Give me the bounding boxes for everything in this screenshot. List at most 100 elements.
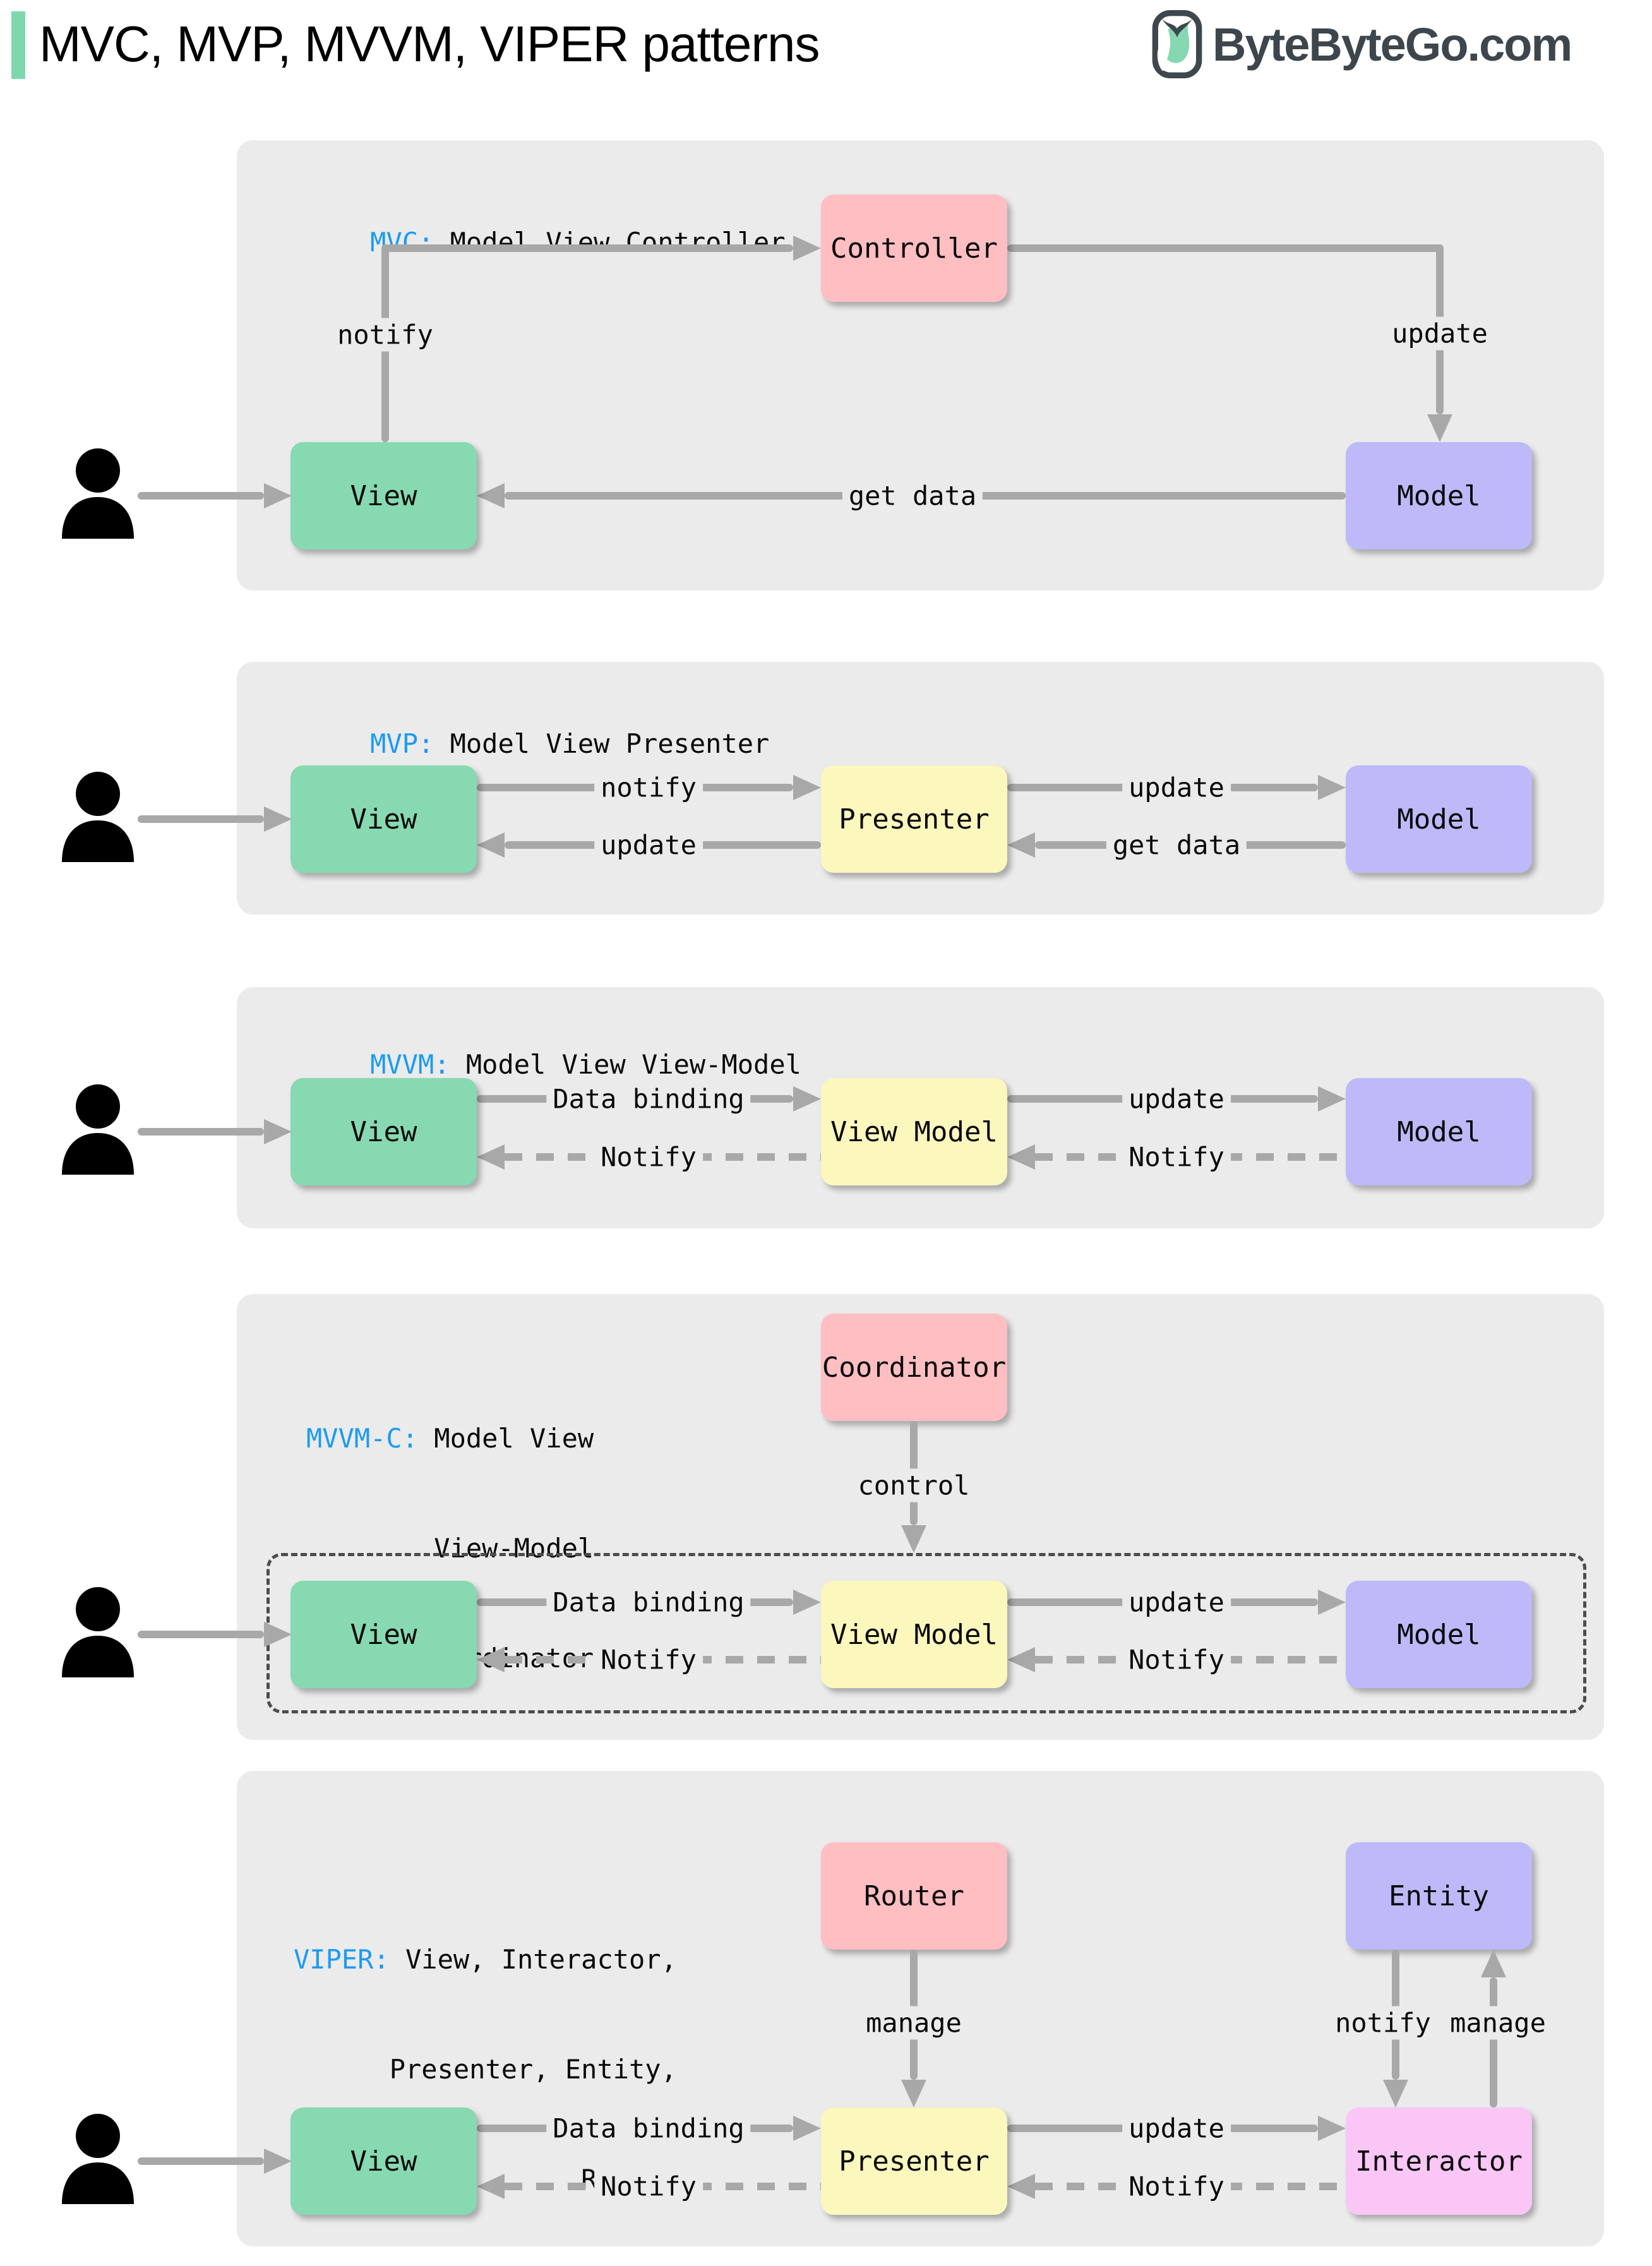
mvp-title-rest: Model View Presenter: [434, 728, 770, 759]
viper-notify-entity-label: notify: [1329, 2006, 1437, 2040]
mvvm-update-arrowhead: [1318, 1086, 1346, 1112]
mvvm-title-rest: Model View View-Model: [450, 1049, 801, 1080]
mvvm-c-coordinator-label: Coordinator: [822, 1351, 1007, 1384]
mvp-update-view-arrowhead: [477, 832, 505, 858]
viper-data-binding-label: Data binding: [546, 2111, 751, 2145]
viper-user-icon: [62, 2114, 134, 2204]
mvvm-view-model-label: View Model: [830, 1115, 998, 1148]
mvc-view-label: View: [350, 479, 417, 512]
mvp-abbr: MVP:: [370, 728, 434, 759]
mvvm-update-label: update: [1122, 1082, 1231, 1116]
title-accent-bar: [11, 11, 25, 79]
viper-router-box: Router: [821, 1842, 1007, 1950]
viper-data-binding-arrowhead: [793, 2116, 821, 2141]
mvvm-notify-view-label: Notify: [594, 1140, 703, 1174]
viper-notify-presenter-arrowhead: [1007, 2174, 1035, 2199]
mvc-model-box: Model: [1346, 442, 1532, 549]
mvp-update-model-label: update: [1122, 770, 1231, 805]
mvvm-user-arrow-line: [138, 1128, 264, 1136]
mvc-view-box: View: [290, 442, 477, 549]
viper-user-arrow-line: [138, 2157, 264, 2165]
mvp-view-box: View: [290, 765, 477, 873]
mvvm-c-data-binding-arrowhead: [793, 1590, 821, 1615]
mvvm-view-label: View: [350, 1115, 417, 1148]
mvc-controller-box: Controller: [821, 195, 1007, 302]
mvvm-model-label: Model: [1397, 1115, 1481, 1148]
mvvm-c-view-model-label: View Model: [830, 1618, 998, 1651]
mvvm-c-model-label: Model: [1397, 1618, 1481, 1651]
mvc-get-data-arrowhead: [477, 483, 505, 508]
mvvm-user-icon: [62, 1084, 134, 1175]
mvvm-c-view-label: View: [350, 1618, 417, 1651]
mvp-panel-title: MVP: Model View Presenter: [306, 689, 769, 799]
mvp-notify-label: notify: [594, 770, 703, 805]
viper-interactor-box: Interactor: [1346, 2107, 1532, 2215]
bytebytego-bird-icon: [1152, 10, 1202, 78]
mvvm-c-notify-vm-arrowhead: [1007, 1647, 1035, 1672]
mvvm-user-arrowhead: [264, 1119, 292, 1144]
mvvm-c-title-line1: MVVM-C: Model View: [306, 1420, 594, 1457]
viper-user-arrowhead: [264, 2149, 292, 2174]
page-title: MVC, MVP, MVVM, VIPER patterns: [39, 16, 820, 72]
mvvm-c-view-model-box: View Model: [821, 1581, 1007, 1688]
mvp-get-data-label: get data: [1106, 828, 1247, 862]
viper-update-arrowhead: [1318, 2116, 1346, 2141]
mvvm-c-model-box: Model: [1346, 1581, 1532, 1688]
mvc-user-arrow-line: [138, 492, 264, 500]
viper-title-line2: Presenter, Entity,: [389, 2054, 677, 2085]
mvp-presenter-label: Presenter: [839, 803, 990, 836]
mvvm-c-user-icon: [62, 1587, 134, 1677]
viper-notify-presenter-label: Notify: [1122, 2169, 1231, 2203]
mvvm-c-data-binding-label: Data binding: [546, 1585, 751, 1619]
mvvm-c-control-arrowhead: [901, 1525, 926, 1553]
mvvm-c-title-rest: Model View: [418, 1423, 594, 1454]
mvp-user-icon: [62, 772, 134, 862]
mvvm-c-notify-view-arrowhead: [477, 1647, 505, 1672]
mvp-update-model-arrowhead: [1318, 775, 1346, 800]
mvvm-c-title-line2: View-Model: [434, 1533, 594, 1564]
mvvm-c-view-box: View: [290, 1581, 477, 1688]
viper-view-label: View: [350, 2145, 417, 2178]
mvvm-c-notify-view-label: Notify: [594, 1643, 703, 1677]
mvvm-c-abbr: MVVM-C:: [306, 1423, 419, 1454]
mvvm-c-user-arrowhead: [264, 1622, 292, 1647]
mvp-user-arrow-line: [138, 815, 264, 823]
mvp-presenter-box: Presenter: [821, 765, 1007, 873]
mvc-title-rest: Model View Controller: [434, 227, 786, 258]
mvc-controller-label: Controller: [830, 232, 998, 265]
mvvm-panel-title: MVVM: Model View View-Model: [306, 1010, 801, 1120]
mvp-model-box: Model: [1346, 765, 1532, 873]
mvc-model-label: Model: [1397, 479, 1481, 512]
viper-view-box: View: [290, 2107, 477, 2215]
mvvm-notify-vm-label: Notify: [1122, 1140, 1231, 1174]
mvc-user-icon: [62, 448, 134, 539]
mvp-update-view-label: update: [594, 828, 703, 862]
viper-presenter-label: Presenter: [839, 2145, 990, 2178]
viper-manage-router-label: manage: [859, 2006, 968, 2040]
viper-notify-entity-arrowhead: [1383, 2080, 1408, 2107]
mvvm-notify-vm-arrowhead: [1007, 1144, 1035, 1170]
viper-abbr: VIPER:: [294, 1944, 390, 1975]
viper-interactor-label: Interactor: [1355, 2145, 1523, 2178]
mvp-user-arrowhead: [264, 806, 292, 832]
viper-notify-view-label: Notify: [594, 2169, 703, 2203]
mvc-user-arrowhead: [264, 483, 292, 508]
viper-manage-entity-arrowhead: [1481, 1950, 1506, 1977]
mvp-notify-arrowhead: [793, 775, 821, 800]
viper-entity-label: Entity: [1389, 1879, 1489, 1912]
mvc-notify-label: notify: [331, 318, 440, 352]
viper-manage-entity-line: [1490, 1977, 1497, 2107]
viper-update-label: update: [1122, 2111, 1231, 2145]
mvvm-c-update-label: update: [1122, 1585, 1231, 1619]
mvvm-abbr: MVVM:: [370, 1049, 450, 1080]
mvvm-c-coordinator-box: Coordinator: [821, 1314, 1007, 1421]
mvvm-view-model-box: View Model: [821, 1078, 1007, 1185]
mvvm-c-notify-vm-label: Notify: [1122, 1643, 1231, 1677]
mvvm-notify-view-arrowhead: [477, 1144, 505, 1170]
mvvm-c-update-arrowhead: [1318, 1590, 1346, 1615]
mvp-get-data-arrowhead: [1007, 832, 1035, 858]
viper-router-label: Router: [864, 1879, 964, 1912]
mvvm-c-user-arrow-line: [138, 1631, 264, 1638]
mvp-view-label: View: [350, 803, 417, 836]
